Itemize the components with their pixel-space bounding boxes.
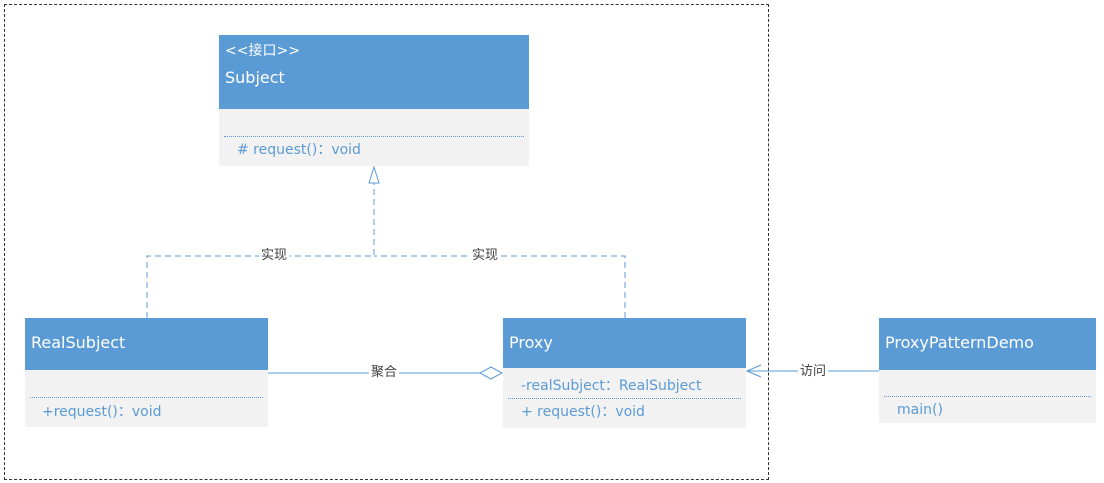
realsubject-method: +request()：void [42, 404, 162, 420]
subject-separator [224, 136, 524, 137]
subject-header: <<接口>> Subject [219, 35, 529, 109]
aggregation-label: 聚合 [369, 365, 400, 381]
aggregation-diamond [478, 366, 504, 380]
demo-method: main() [897, 402, 943, 418]
realsubject-separator [30, 397, 263, 398]
proxy-method: + request()：void [521, 404, 645, 420]
realsubject-name: RealSubject [31, 333, 126, 352]
class-realsubject[interactable]: RealSubject +request()：void [25, 318, 268, 427]
class-proxypatterndemo[interactable]: ProxyPatternDemo main() [879, 318, 1096, 423]
subject-method: # request()：void [237, 142, 361, 158]
realsubject-header: RealSubject [25, 318, 268, 370]
realization-line-proxy [374, 255, 626, 318]
demo-name: ProxyPatternDemo [885, 333, 1034, 352]
class-proxy[interactable]: Proxy -realSubject：RealSubject + request… [503, 318, 746, 428]
realization-label-right: 实现 [470, 248, 501, 264]
subject-stereotype: <<接口>> [225, 43, 300, 59]
access-arrowhead [745, 364, 762, 378]
realization-arrowhead [368, 165, 380, 184]
demo-separator [884, 396, 1091, 397]
package-boundary [4, 4, 769, 480]
proxy-name: Proxy [509, 333, 553, 352]
class-subject[interactable]: <<接口>> Subject # request()：void [219, 35, 529, 166]
proxy-header: Proxy [503, 318, 746, 368]
subject-name: Subject [225, 68, 285, 87]
proxy-attribute: -realSubject：RealSubject [521, 378, 702, 394]
realization-label-left: 实现 [259, 248, 290, 264]
proxy-separator [508, 398, 741, 399]
demo-header: ProxyPatternDemo [879, 318, 1096, 370]
access-label: 访问 [798, 364, 829, 380]
